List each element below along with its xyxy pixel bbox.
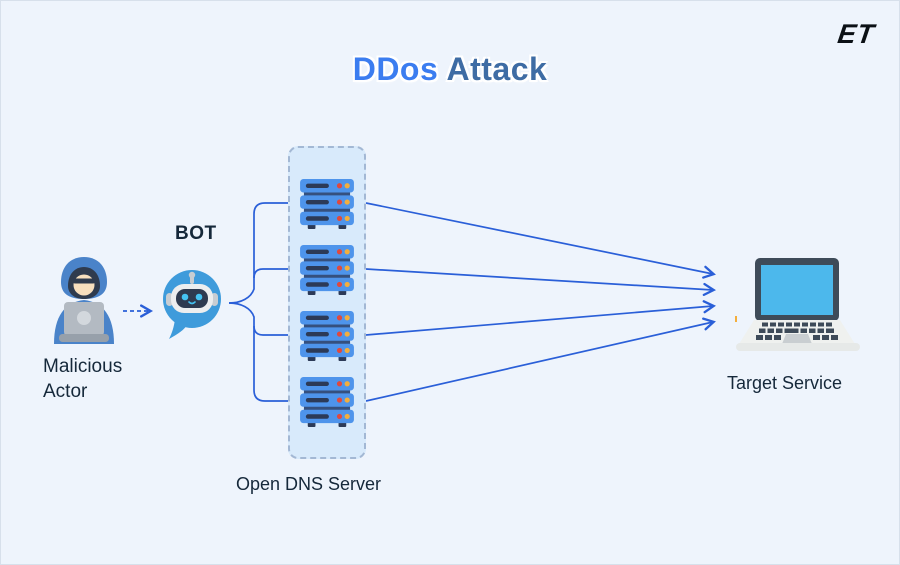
open-dns-server-label: Open DNS Server [236,474,382,494]
page-title-word2: Attack [446,51,548,87]
server-stack [300,245,354,295]
bot-label: BOT [175,223,217,244]
malicious-actor-icon [54,257,114,344]
et-logo: ET [836,19,878,49]
target-service-label: Target Service [727,373,843,393]
open-dns-server-box [288,146,366,459]
server-stack [300,311,354,361]
bot-branch-lines [228,202,288,402]
server-stack [300,377,354,427]
page-title: DDos Attack [1,51,899,88]
bot-icon [163,270,221,339]
server-stack [300,179,354,229]
page-title-word1: DDos [352,51,439,87]
malicious-actor-label: Malicious Actor [43,356,123,402]
target-laptop-icon [735,258,860,351]
attack-arrows [365,202,717,402]
